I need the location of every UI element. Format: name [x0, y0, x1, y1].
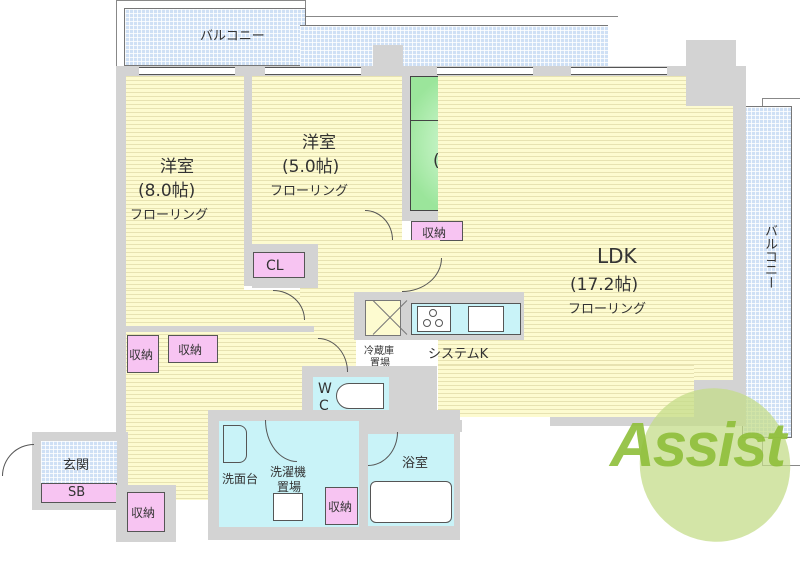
closet[interactable]	[253, 252, 305, 278]
hallway-storage-1-label: 収納	[129, 348, 154, 362]
washroom-storage-label: 収納	[328, 500, 353, 514]
balcony-right	[742, 106, 792, 438]
shoe-box-label: SB	[68, 485, 86, 500]
ldk-lower	[438, 365, 694, 417]
hallway-wall-1	[126, 326, 314, 332]
stove-burner-3	[435, 319, 443, 327]
bathtub-icon	[370, 481, 452, 523]
hallway-storage-2[interactable]	[168, 335, 218, 363]
kitchen-label: システムK	[428, 347, 489, 362]
western-room-2-name: 洋室	[302, 133, 336, 153]
entrance-door[interactable]	[2, 444, 34, 476]
fridge-label-2: 置場	[370, 358, 390, 369]
ldk	[438, 76, 733, 380]
toilet-icon	[336, 383, 384, 409]
entrance-label: 玄関	[63, 458, 90, 473]
logo-text: Assist	[610, 411, 786, 480]
window-japanese[interactable]	[437, 67, 533, 75]
washer-label-2: 置場	[277, 480, 302, 494]
vanity-icon	[223, 425, 247, 463]
hallway-storage-1[interactable]	[127, 335, 159, 373]
washer-label-1: 洗濯機	[270, 465, 307, 479]
washroom-storage[interactable]	[325, 487, 358, 525]
washer-icon	[273, 493, 303, 521]
stove-burner-2	[423, 319, 431, 327]
wc-label-c: C	[319, 398, 329, 414]
western-room-1	[126, 76, 244, 326]
vanity-label: 洗面台	[222, 472, 259, 486]
ldk-corner-block	[686, 76, 736, 106]
fridge-space	[365, 300, 401, 336]
hallway-storage-2-label: 収納	[178, 343, 203, 357]
balcony-right-label: バルコニー	[762, 224, 777, 289]
ldk-floor: フローリング	[568, 302, 647, 317]
window-western-2[interactable]	[265, 67, 361, 75]
wc-label-w: W	[318, 381, 332, 397]
partition-wall-1	[244, 76, 252, 286]
ldk-size: (17.2帖)	[570, 275, 639, 295]
entrance-storage-label: 収納	[131, 506, 156, 520]
stove-burner-1	[429, 309, 437, 317]
entrance-storage[interactable]	[127, 492, 165, 532]
bathroom-label: 浴室	[402, 456, 429, 471]
ldk-name: LDK	[597, 244, 637, 268]
balcony-top-right	[300, 25, 608, 66]
western-room-1-name: 洋室	[160, 157, 194, 177]
western-room-1-floor: フローリング	[130, 208, 209, 223]
closet-label: CL	[266, 258, 284, 274]
balcony-top-label: バルコニー	[200, 29, 265, 44]
western-room-2-floor: フローリング	[270, 184, 349, 199]
entrance[interactable]	[41, 441, 117, 483]
sink-icon	[468, 306, 504, 332]
window-western-1[interactable]	[139, 67, 235, 75]
hallway-mid	[300, 240, 440, 300]
balcony-top-outline-right	[300, 16, 618, 18]
western-room-2-size: (5.0帖)	[282, 157, 340, 177]
balcony-top	[124, 8, 306, 66]
japanese-storage-label: 収納	[422, 226, 447, 240]
western-room-1-size: (8.0帖)	[138, 181, 196, 201]
fridge-label-1: 冷蔵庫	[364, 346, 394, 357]
window-ldk[interactable]	[571, 67, 667, 75]
